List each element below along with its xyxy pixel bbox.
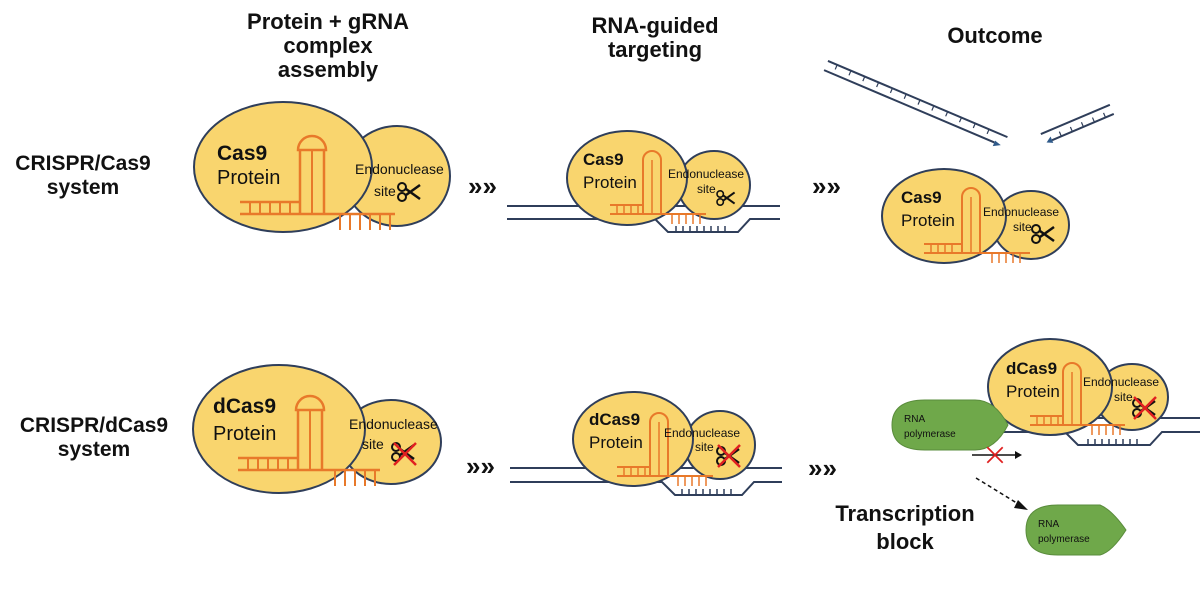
header-targeting-line1: RNA-guided (591, 13, 719, 38)
endonuclease-label: Endonuclease (355, 161, 444, 177)
cas9-name: Cas9 (583, 150, 624, 169)
endonuclease-label: Endonuclease (983, 205, 1059, 219)
transcription-block-label: Transcription block (820, 500, 990, 556)
dcas9-targeting: dCas9 Protein Endonuclease site (510, 391, 782, 496)
rna-polymerase-blocked: RNA polymerase (891, 399, 1009, 451)
endonuclease-label: Endonuclease (668, 167, 744, 181)
cleaved-dna (823, 60, 1115, 147)
cas9-name: Cas9 (217, 142, 267, 165)
site-label: site (1114, 390, 1133, 404)
protein-label: Protein (213, 423, 276, 445)
dcas9-bound-dna: dCas9 Protein Endonuclease site (905, 338, 1200, 446)
cas9-name: Cas9 (901, 188, 942, 207)
endonuclease-label: Endonuclease (664, 426, 740, 440)
process-arrow-1: »» (468, 171, 497, 201)
polymerase-label-line2: polymerase (1038, 534, 1090, 545)
row-label-dcas9: CRISPR/dCas9 system (4, 414, 184, 462)
polymerase-label-line2: polymerase (904, 429, 956, 440)
endonuclease-label: Endonuclease (1083, 375, 1159, 389)
protein-label: Protein (217, 167, 280, 189)
site-label: site (695, 440, 714, 454)
process-arrow-2: »» (812, 171, 841, 201)
header-assembly-line2: complex (283, 33, 373, 58)
dcas9-name: dCas9 (213, 395, 276, 418)
dcas9-name: dCas9 (589, 410, 640, 429)
rna-polymerase-released: RNA polymerase (1025, 504, 1127, 556)
dashed-arrow (975, 477, 1028, 510)
process-arrow-4: »» (808, 453, 837, 483)
header-assembly: Protein + gRNA complex assembly (218, 10, 438, 82)
cas9-protein-body (193, 101, 373, 233)
site-label: site (1013, 220, 1032, 234)
protein-label: Protein (901, 211, 955, 230)
protein-label: Protein (583, 173, 637, 192)
cas9-complex-assembly: Cas9 Protein Endonuclease site (193, 101, 451, 233)
row-label-cas9: CRISPR/Cas9 system (8, 152, 158, 200)
dcas9-complex-assembly: dCas9 Protein Endonuclease site (192, 364, 442, 494)
transcription-block-line2: block (876, 529, 934, 554)
row-label-dcas9-line1: CRISPR/dCas9 (19, 414, 169, 437)
header-targeting-line2: targeting (607, 37, 703, 62)
row-label-cas9-line1: CRISPR/Cas9 (15, 152, 151, 175)
endonuclease-label: Endonuclease (349, 416, 438, 432)
cas9-released-complex: Cas9 Protein Endonuclease site (881, 168, 1070, 264)
header-assembly-line3: assembly (277, 57, 379, 82)
transcription-block-line1: Transcription (835, 501, 975, 526)
blocked-arrow (972, 446, 1022, 464)
protein-label: Protein (1006, 382, 1060, 401)
site-label: site (374, 183, 396, 199)
header-targeting: RNA-guided targeting (560, 14, 750, 62)
header-outcome: Outcome (947, 23, 1043, 48)
cas9-targeting: Cas9 Protein Endonuclease site (507, 130, 780, 233)
polymerase-label-line1: RNA (904, 414, 925, 425)
site-label: site (697, 182, 716, 196)
row-label-dcas9-line2: system (57, 438, 131, 461)
polymerase-label-line1: RNA (1038, 519, 1059, 530)
protein-label: Protein (589, 433, 643, 452)
dcas9-name: dCas9 (1006, 359, 1057, 378)
row-label-cas9-line2: system (46, 176, 120, 199)
header-assembly-line1: Protein + gRNA (247, 9, 409, 34)
site-label: site (362, 436, 384, 452)
process-arrow-3: »» (466, 451, 495, 481)
